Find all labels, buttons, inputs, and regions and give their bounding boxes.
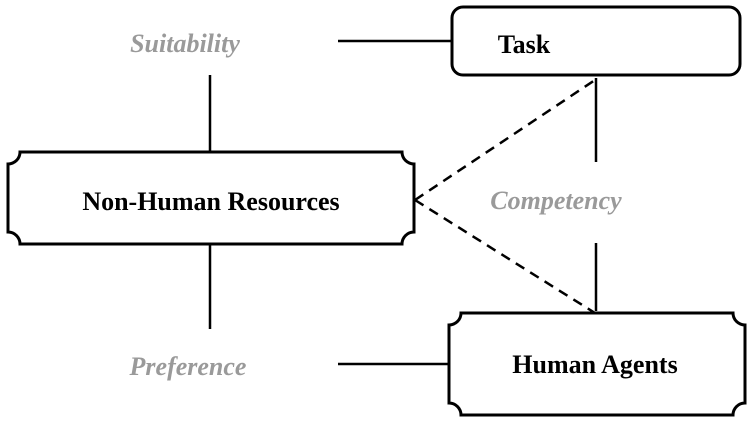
task-label: Task — [498, 30, 551, 59]
human-agents-box — [447, 311, 747, 417]
human-agents-label: Human Agents — [512, 350, 677, 379]
dashed-link-resources-task — [414, 78, 596, 202]
suitability-label: Suitability — [130, 29, 240, 58]
non-human-resources-box — [6, 150, 416, 246]
competency-label: Competency — [490, 186, 622, 215]
non-human-resources-node: Non-Human Resources — [6, 150, 416, 246]
human-agents-node: Human Agents — [447, 311, 747, 417]
non-human-resources-label: Non-Human Resources — [82, 187, 339, 216]
task-box — [450, 5, 742, 77]
preference-label: Preference — [129, 352, 247, 381]
dashed-link-resources-agents — [414, 198, 596, 315]
task-node: Task — [450, 5, 742, 77]
